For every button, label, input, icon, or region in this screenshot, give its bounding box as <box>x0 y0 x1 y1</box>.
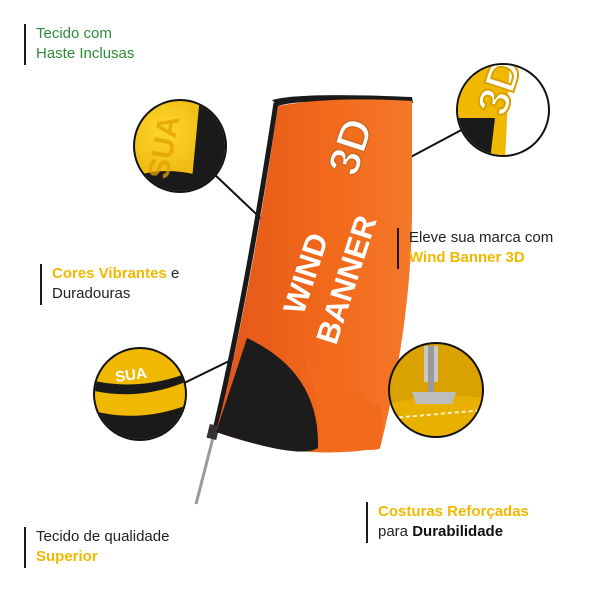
callout-colors-rest: e <box>166 265 180 282</box>
callout-brand-highlight: Wind Banner 3D <box>409 249 525 267</box>
callout-fabric-pole-line1: Tecido com <box>36 25 112 42</box>
callout-quality-highlight: Superior <box>36 548 98 566</box>
zoom-text-sua-2: SUA <box>114 365 148 386</box>
zoom-circle-fabric: SUA <box>93 347 187 441</box>
callout-colors: Cores Vibrantes e Duradouras <box>40 264 179 305</box>
callout-colors-highlight: Cores Vibrantes <box>52 265 167 282</box>
callout-fabric-pole: Tecido com Haste Inclusas <box>24 24 134 65</box>
callout-stitching: Costuras Reforçadas para Durabilidade <box>366 502 529 543</box>
zoom-circle-colors: SUA <box>133 99 227 193</box>
callout-brand: Eleve sua marca com Wind Banner 3D <box>397 228 553 269</box>
flag-fabric <box>216 99 412 453</box>
callout-quality: Tecido de qualidade Superior <box>24 527 169 568</box>
zoom-circle-stitching <box>388 342 484 438</box>
callout-quality-line1: Tecido de qualidade <box>36 528 170 545</box>
callout-stitching-prefix: para <box>378 523 413 541</box>
callout-brand-line1: Eleve sua marca com <box>409 229 554 246</box>
callout-stitching-highlight: Costuras Reforçadas <box>378 503 529 520</box>
callout-stitching-bold: Durabilidade <box>412 523 504 541</box>
zoom-circle-3d: 3D <box>456 63 550 157</box>
callout-fabric-pole-line2: Haste Inclusas <box>36 45 135 63</box>
callout-colors-line2: Duradouras <box>52 285 131 303</box>
